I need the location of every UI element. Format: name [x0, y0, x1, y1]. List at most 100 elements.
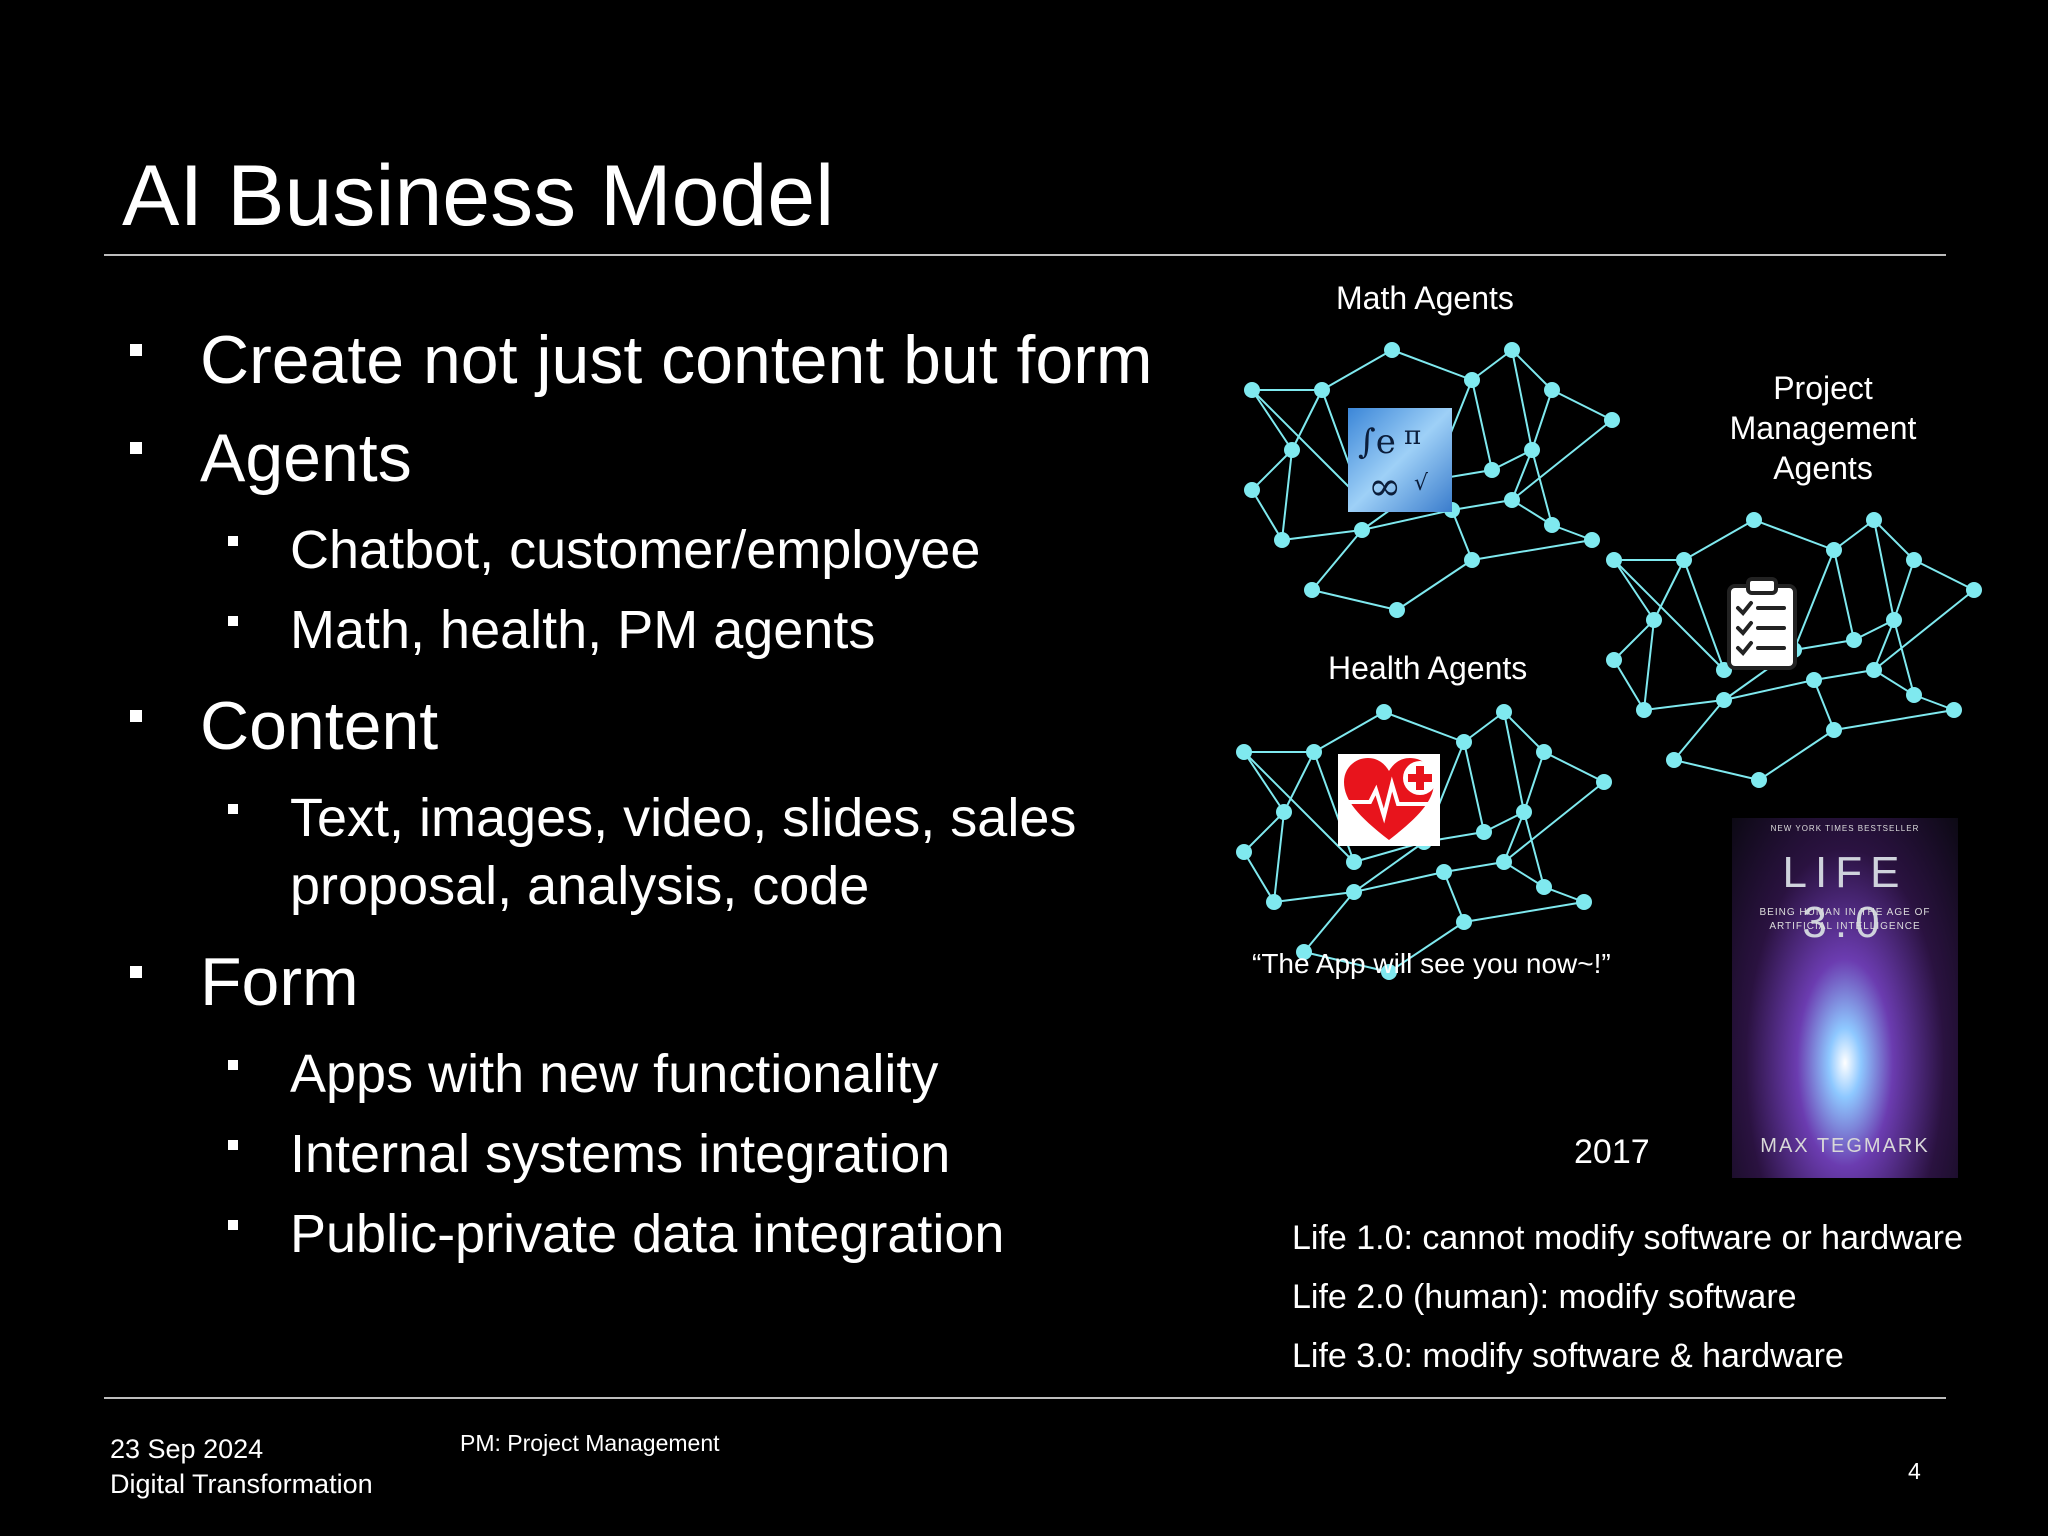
network-edge [1503, 711, 1525, 813]
network-edge [1673, 699, 1725, 761]
network-edge [1321, 349, 1393, 391]
svg-text:√: √ [1414, 471, 1429, 496]
network-node [1536, 744, 1552, 760]
network-edge [1873, 519, 1915, 561]
network-edge [1251, 389, 1363, 501]
network-edge [1383, 711, 1465, 743]
network-edge [1251, 489, 1283, 541]
slide-title: AI Business Model [122, 148, 835, 244]
network-edge [1683, 559, 1725, 671]
network-node [1236, 744, 1252, 760]
network-edge [1873, 519, 1895, 621]
network-node [1606, 652, 1622, 668]
network-edge [1531, 389, 1553, 451]
network-node [1516, 804, 1532, 820]
bullet-form: Form [128, 942, 1188, 1022]
network-edge [1503, 781, 1605, 863]
health-agents-label: Health Agents [1328, 650, 1528, 686]
life-3-book-cover: NEW YORK TIMES BESTSELLER LIFE 3.0 BEING… [1732, 818, 1958, 1178]
network-edge [1813, 679, 1835, 731]
network-node [1606, 552, 1622, 568]
title-divider [104, 254, 1946, 256]
network-edge [1511, 449, 1533, 501]
book-tagline: NEW YORK TIMES BESTSELLER [1770, 824, 1920, 833]
bullet-create-content-form: Create not just content but form [128, 320, 1188, 400]
network-edge [1793, 639, 1855, 651]
network-node [1751, 772, 1767, 788]
network-node [1716, 662, 1732, 678]
network-edge [1643, 699, 1725, 711]
network-node [1966, 582, 1982, 598]
book-subtitle: BEING HUMAN IN THE AGE OF ARTIFICIAL INT… [1759, 907, 1931, 932]
network-edge [1893, 619, 1915, 696]
network-node [1866, 512, 1882, 528]
network-edge [1523, 811, 1545, 888]
network-node [1464, 372, 1480, 388]
math-formula-icon: ∫e π ∞ √ [1348, 408, 1452, 512]
network-edge [1443, 871, 1465, 923]
network-edge [1251, 389, 1293, 451]
svg-text:∞: ∞ [1368, 464, 1401, 510]
network-edge [1873, 619, 1895, 671]
network-edge [1243, 751, 1355, 863]
network-node [1314, 382, 1330, 398]
network-edge [1723, 679, 1815, 701]
network-edge [1361, 509, 1453, 531]
network-edge [1833, 549, 1855, 641]
network-edge [1753, 519, 1835, 551]
svg-text:π: π [1404, 421, 1421, 451]
network-edge [1613, 559, 1655, 621]
pm-label-line-3: Agents [1773, 450, 1873, 486]
network-node [1389, 602, 1405, 618]
network-edge [1793, 549, 1835, 651]
network-edge [1443, 861, 1505, 873]
network-node [1716, 692, 1732, 708]
network-edge [1683, 519, 1755, 561]
pm-label-line-2: Management [1729, 410, 1917, 446]
network-node [1436, 864, 1452, 880]
network-edge [1451, 499, 1513, 511]
bullet-agents: Agents [128, 418, 1188, 498]
network-node [1354, 522, 1370, 538]
network-edge [1243, 851, 1275, 903]
network-node [1346, 854, 1362, 870]
network-node [1504, 342, 1520, 358]
page-number: 4 [1908, 1458, 1921, 1484]
heart-plus-icon [1338, 754, 1440, 846]
network-node [1381, 964, 1397, 980]
footer-date: 23 Sep 2024 [110, 1434, 264, 1464]
network-node [1284, 442, 1300, 458]
sub-bullet-internal: Internal systems integration [228, 1120, 1188, 1188]
network-edge [1311, 589, 1398, 611]
network-node [1484, 462, 1500, 478]
network-node [1544, 517, 1560, 533]
footer-note: PM: Project Management [460, 1430, 720, 1456]
network-edge [1303, 951, 1390, 973]
network-edge [1251, 449, 1293, 491]
network-node [1524, 442, 1540, 458]
network-node [1266, 894, 1282, 910]
network-node [1544, 382, 1560, 398]
network-edge [1283, 751, 1315, 813]
network-edge [1511, 349, 1553, 391]
network-node [1886, 612, 1902, 628]
network-node [1746, 512, 1762, 528]
svg-text:∫e: ∫e [1358, 422, 1396, 462]
network-edge [1311, 529, 1363, 591]
network-node [1906, 687, 1922, 703]
network-edge [1551, 389, 1613, 421]
network-edge [1463, 741, 1485, 833]
network-edge [1388, 921, 1465, 973]
network-node [1666, 752, 1682, 768]
life-1-text: Life 1.0: cannot modify software or hard… [1292, 1219, 1963, 1257]
network-edge [1503, 711, 1545, 753]
network-node [1584, 532, 1600, 548]
network-node [1384, 342, 1400, 358]
bullet-list: Create not just content but form Agents … [128, 320, 1188, 1280]
network-edge [1273, 891, 1355, 903]
network-edge [1313, 711, 1385, 753]
network-node [1636, 702, 1652, 718]
sub-bullet-public-private: Public-private data integration [228, 1200, 1188, 1268]
network-node [1806, 672, 1822, 688]
network-edge [1391, 349, 1473, 381]
